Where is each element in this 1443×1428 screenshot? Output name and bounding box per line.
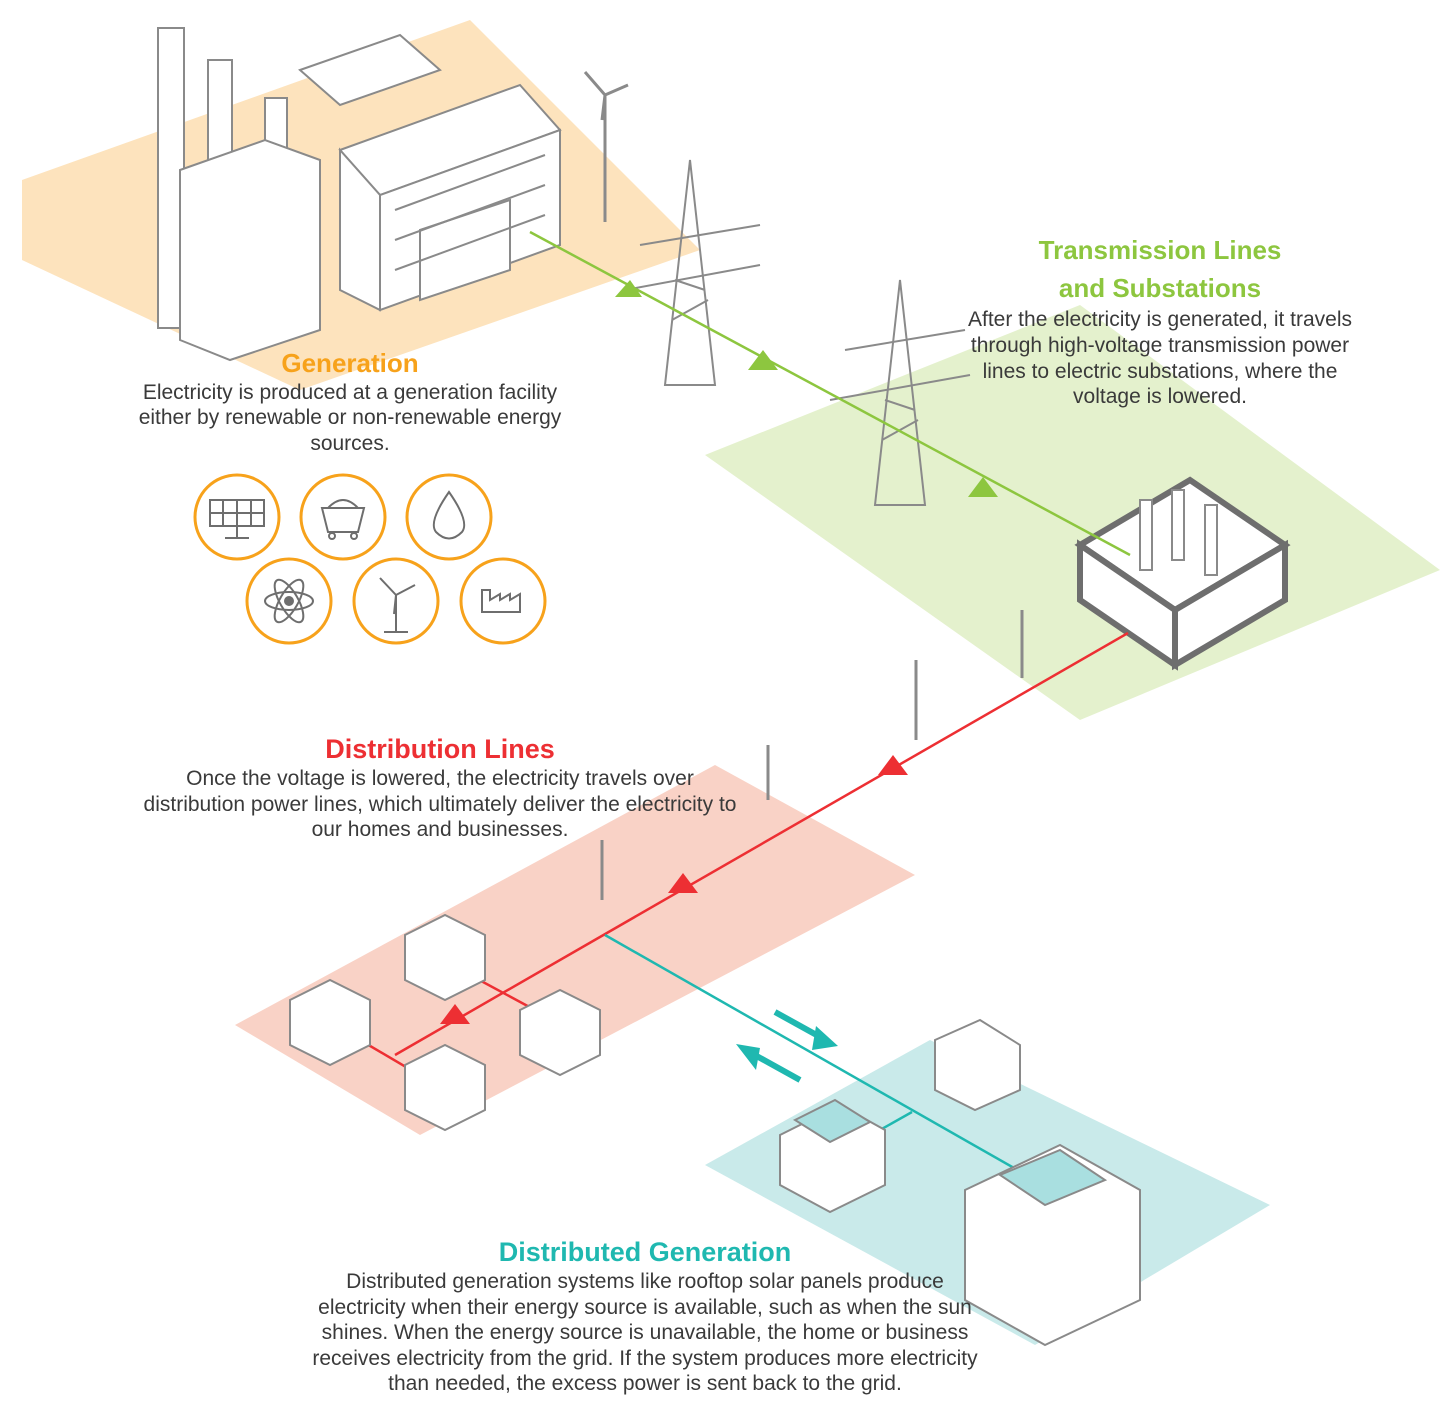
- generation-description: Electricity is produced at a generation …: [138, 380, 562, 455]
- water-drop-icon: [405, 473, 493, 561]
- house: [519, 988, 601, 1077]
- generation-title: Generation: [281, 348, 419, 378]
- transmission-tower-2: [829, 279, 971, 506]
- house: [404, 913, 486, 1002]
- coal-cart-icon: [299, 473, 387, 561]
- small-building: [934, 1018, 1021, 1112]
- distribution-flow-arrow: [878, 755, 908, 775]
- distribution-title: Distribution Lines: [325, 734, 555, 764]
- house: [289, 978, 371, 1067]
- atom-icon: [245, 557, 333, 645]
- transmission-flow-arrow: [748, 350, 778, 370]
- office-building: [964, 1143, 1141, 1347]
- transmission-title: Transmission Lines and Substations: [1038, 235, 1282, 303]
- transmission-description: After the electricity is generated, it t…: [968, 308, 1352, 409]
- distribution-poles: [600, 610, 1024, 900]
- wind-turbine-icon: [352, 557, 440, 645]
- transmission-flow-arrow: [968, 477, 998, 497]
- energy-source-icons: [193, 473, 547, 645]
- wind-turbine: [583, 71, 629, 222]
- distribution-description: Once the voltage is lowered, the electri…: [143, 766, 737, 842]
- distributed-generation-description: Distributed generation systems like roof…: [312, 1269, 978, 1396]
- distributed-generation-section: Distributed Generation Distributed gener…: [300, 1236, 990, 1397]
- transmission-tower-1: [624, 159, 761, 386]
- distribution-flow-arrow: [440, 1004, 470, 1024]
- transmission-section: Transmission Lines and Substations After…: [960, 232, 1360, 410]
- generation-section: Generation Electricity is produced at a …: [120, 348, 580, 457]
- solar-panel-icon: [193, 473, 281, 561]
- solar-buildings: [779, 1018, 1141, 1347]
- power-plant: [157, 27, 562, 362]
- distributed-generation-title: Distributed Generation: [498, 1237, 792, 1267]
- distribution-flow-arrow: [668, 873, 698, 893]
- factory-icon: [459, 557, 547, 645]
- distributed-generation-line: [604, 933, 1036, 1182]
- two-way-flow-arrows: [736, 1009, 838, 1083]
- transmission-flow-arrow: [615, 280, 642, 297]
- rooftop-solar-panel: [997, 1148, 1108, 1207]
- houses: [289, 913, 601, 1132]
- rooftop-solar-panel: [792, 1098, 873, 1144]
- distribution-section: Distribution Lines Once the voltage is l…: [140, 733, 740, 843]
- substation: [1074, 476, 1291, 671]
- transmission-line: [529, 230, 1131, 557]
- house: [404, 1043, 486, 1132]
